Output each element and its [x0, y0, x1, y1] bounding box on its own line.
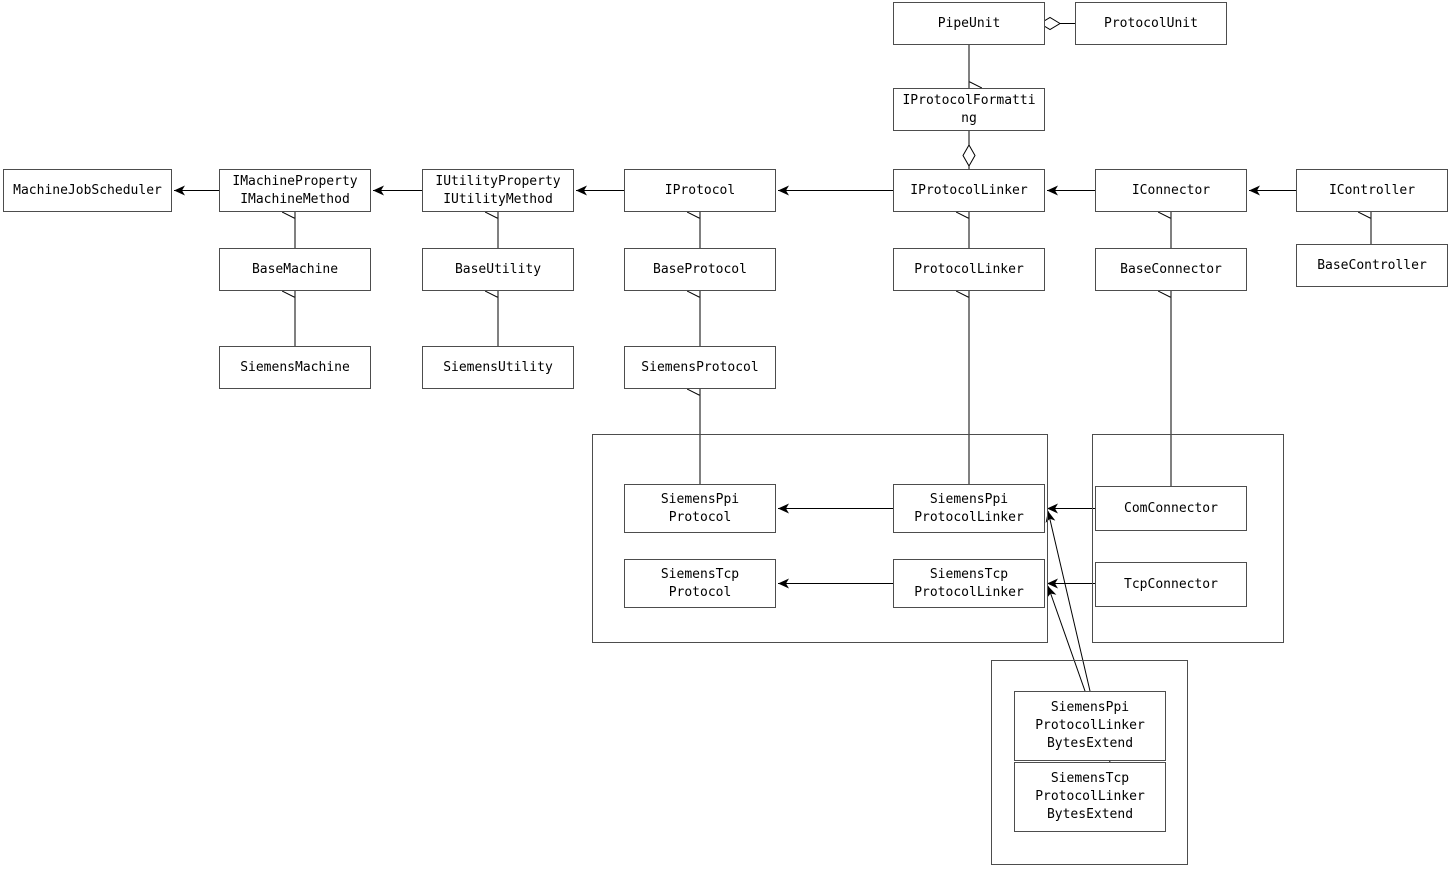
class-label: SiemensPpi ProtocolLinker: [914, 491, 1024, 525]
class-label: SiemensTcp ProtocolLinker BytesExtend: [1035, 771, 1145, 822]
class-node-imachineproperty[interactable]: IMachineProperty IMachineMethod: [219, 169, 371, 212]
class-node-baseconnector[interactable]: BaseConnector: [1095, 248, 1247, 291]
class-label: IProtocolLinker: [910, 182, 1028, 198]
class-label: IController: [1328, 182, 1416, 198]
class-label: SiemensPpi ProtocolLinker BytesExtend: [1035, 700, 1145, 751]
class-node-iutilityproperty[interactable]: IUtilityProperty IUtilityMethod: [422, 169, 574, 212]
class-node-siemenstcpprotocollinkerbytesextend[interactable]: SiemensTcp ProtocolLinker BytesExtend: [1014, 762, 1166, 832]
class-node-protocollinker[interactable]: ProtocolLinker: [893, 248, 1045, 291]
class-label: SiemensPpi Protocol: [660, 491, 740, 525]
class-node-iprotocolformatting[interactable]: IProtocolFormatti ng: [893, 88, 1045, 131]
group-connectors: [1092, 434, 1284, 643]
class-node-baseutility[interactable]: BaseUtility: [422, 248, 574, 291]
class-label: TcpConnector: [1124, 576, 1218, 592]
class-node-comconnector[interactable]: ComConnector: [1095, 486, 1247, 531]
class-node-siemensprotocol[interactable]: SiemensProtocol: [624, 346, 776, 389]
class-label: BaseUtility: [454, 261, 542, 277]
class-label: SiemensProtocol: [641, 359, 759, 375]
class-node-basemachine[interactable]: BaseMachine: [219, 248, 371, 291]
class-label: IProtocolFormatti ng: [902, 92, 1036, 126]
class-label: IUtilityProperty IUtilityMethod: [435, 173, 561, 207]
class-node-siemenstcpprotocol[interactable]: SiemensTcp Protocol: [624, 559, 776, 608]
class-node-siemensutility[interactable]: SiemensUtility: [422, 346, 574, 389]
class-node-icontroller[interactable]: IController: [1296, 169, 1448, 212]
class-node-pipeunit[interactable]: PipeUnit: [893, 2, 1045, 45]
class-label: IConnector: [1131, 182, 1211, 198]
class-label: PipeUnit: [937, 15, 1001, 31]
class-node-iprotocollinker[interactable]: IProtocolLinker: [893, 169, 1045, 212]
class-node-protocolunit[interactable]: ProtocolUnit: [1075, 2, 1227, 45]
class-node-siemensppiprotocollinker[interactable]: SiemensPpi ProtocolLinker: [893, 484, 1045, 533]
class-label: ProtocolUnit: [1104, 15, 1198, 31]
group-siemens-protocols: [592, 434, 1048, 643]
class-label: BaseProtocol: [653, 261, 747, 277]
group-bytes-extend: [991, 660, 1188, 865]
class-node-siemensppiprotocol[interactable]: SiemensPpi Protocol: [624, 484, 776, 533]
class-node-basecontroller[interactable]: BaseController: [1296, 244, 1448, 287]
class-node-siemensmachine[interactable]: SiemensMachine: [219, 346, 371, 389]
class-node-tcpconnector[interactable]: TcpConnector: [1095, 562, 1247, 607]
class-label: ComConnector: [1124, 500, 1218, 516]
class-label: IProtocol: [664, 182, 736, 198]
class-node-siemenstcpprotocollinker[interactable]: SiemensTcp ProtocolLinker: [893, 559, 1045, 608]
class-label: BaseController: [1317, 257, 1427, 273]
class-label: SiemensTcp Protocol: [660, 566, 740, 600]
class-node-iconnector[interactable]: IConnector: [1095, 169, 1247, 212]
class-label: SiemensMachine: [240, 359, 350, 375]
class-label: BaseMachine: [251, 261, 339, 277]
class-node-iprotocol[interactable]: IProtocol: [624, 169, 776, 212]
edge-composition-iprotocolformatting-iprotocollinker: [962, 131, 976, 169]
class-node-baseprotocol[interactable]: BaseProtocol: [624, 248, 776, 291]
class-label: MachineJobScheduler: [13, 182, 162, 198]
class-label: BaseConnector: [1120, 261, 1222, 277]
class-label: ProtocolLinker: [914, 261, 1024, 277]
class-label: SiemensUtility: [443, 359, 553, 375]
edge-aggregation-protocolunit-pipeunit: [1039, 16, 1075, 31]
class-label: SiemensTcp ProtocolLinker: [914, 566, 1024, 600]
class-node-siemensppiprotocollinkerbytesextend[interactable]: SiemensPpi ProtocolLinker BytesExtend: [1014, 691, 1166, 761]
class-label: IMachineProperty IMachineMethod: [232, 173, 358, 207]
class-node-machinejobscheduler[interactable]: MachineJobScheduler: [3, 169, 172, 212]
